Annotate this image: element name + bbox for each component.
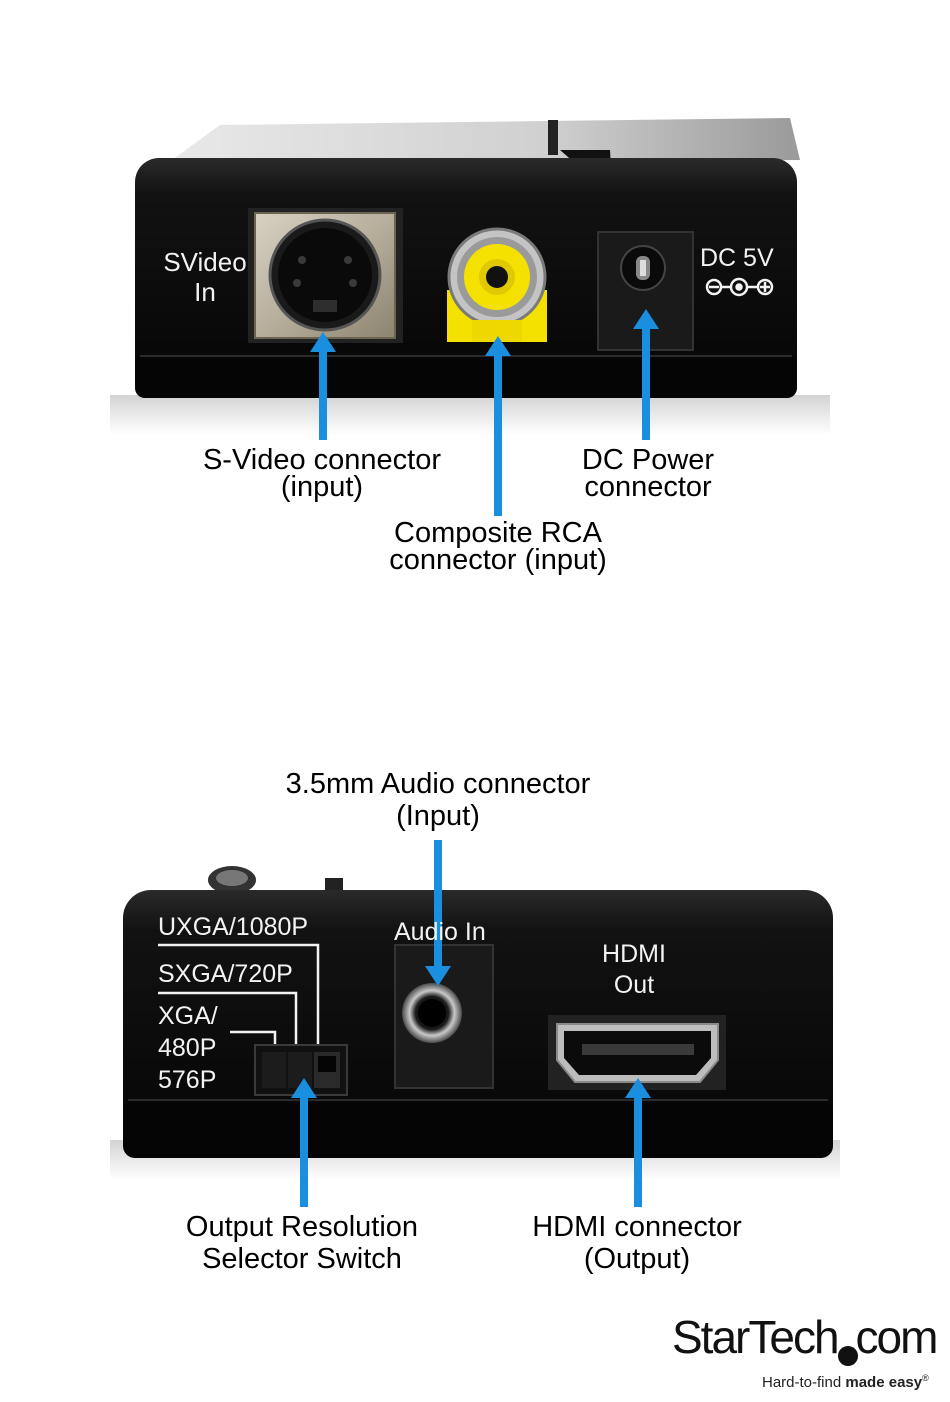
480p-label: 480P <box>158 1034 216 1063</box>
xga-label: XGA/ <box>158 1002 218 1031</box>
startech-logo: StarTech com <box>672 1312 936 1362</box>
svideo-callout-line2: (input) <box>172 474 472 501</box>
logo-text-com: com <box>856 1311 937 1363</box>
logo-text-startech: StarTech <box>672 1311 838 1363</box>
hdmi-callout-line1: HDMI connector <box>507 1211 767 1243</box>
switch-callout: Output Resolution Selector Switch <box>152 1211 452 1275</box>
composite-callout: Composite RCA connector (input) <box>358 520 638 574</box>
tagline-plain: Hard-to-find <box>762 1374 845 1391</box>
composite-callout-line2: connector (input) <box>358 547 638 574</box>
registered-mark: ® <box>922 1373 929 1383</box>
dc-label: DC 5V <box>700 244 774 273</box>
hdmi-panel-label-line2: Out <box>584 970 684 1001</box>
dc-power-callout: DC Power connector <box>558 447 738 501</box>
hdmi-callout-line2: (Output) <box>507 1243 767 1275</box>
audio-callout-line1: 3.5mm Audio connector <box>238 768 638 800</box>
svideo-callout: S-Video connector (input) <box>172 447 472 501</box>
brand-tagline: Hard-to-find made easy® <box>762 1373 929 1391</box>
bottom-device <box>110 840 840 1207</box>
switch-callout-line1: Output Resolution <box>152 1211 452 1243</box>
composite-callout-line1: Composite RCA <box>358 520 638 547</box>
hdmi-callout: HDMI connector (Output) <box>507 1211 767 1275</box>
switch-callout-line2: Selector Switch <box>152 1243 452 1275</box>
tagline-bold: made easy <box>845 1374 922 1391</box>
svideo-panel-label-line1: SVideo <box>160 247 250 277</box>
audio-in-label: Audio In <box>394 918 486 947</box>
hdmi-panel-label: HDMI Out <box>584 939 684 1001</box>
svideo-panel-label: SVideo In <box>160 247 250 307</box>
576p-label: 576P <box>158 1066 216 1095</box>
hdmi-panel-label-line1: HDMI <box>584 939 684 970</box>
sxga-label: SXGA/720P <box>158 960 293 989</box>
uxga-label: UXGA/1080P <box>158 913 308 942</box>
svideo-callout-line1: S-Video connector <box>172 447 472 474</box>
hdmi-port <box>548 1015 726 1090</box>
svideo-port <box>248 208 403 343</box>
dc-power-callout-line2: connector <box>558 474 738 501</box>
audio-callout: 3.5mm Audio connector (Input) <box>238 768 638 832</box>
dc-power-callout-line1: DC Power <box>558 447 738 474</box>
svideo-panel-label-line2: In <box>160 277 250 307</box>
rca-port <box>447 229 547 342</box>
audio-callout-line2: (Input) <box>238 800 638 832</box>
